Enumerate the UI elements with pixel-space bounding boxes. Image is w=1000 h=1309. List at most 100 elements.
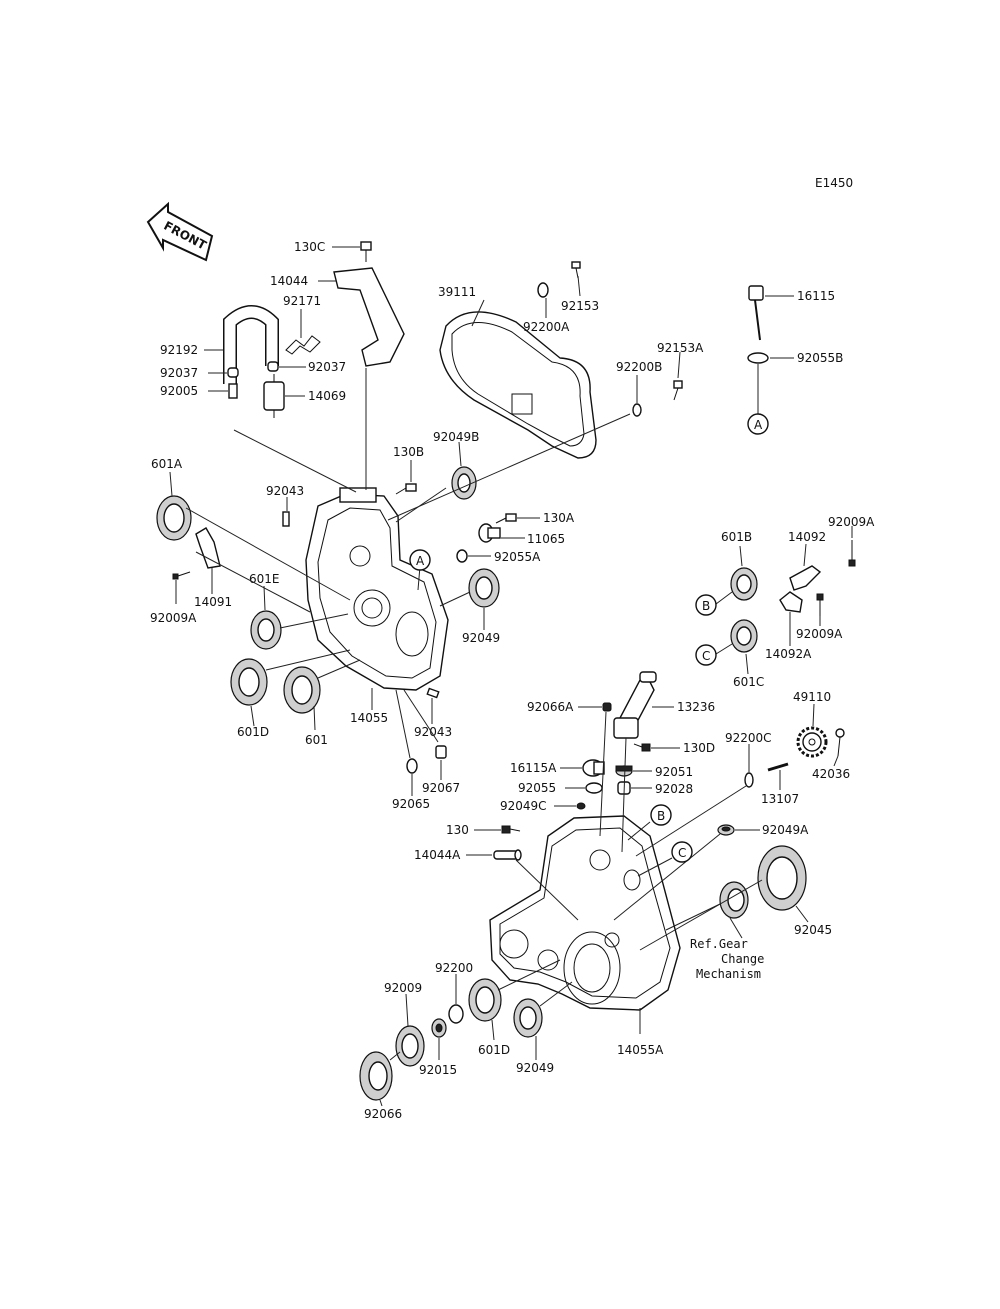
pin-14044A — [493, 849, 522, 861]
label-14055: 14055 — [350, 711, 388, 725]
clamp-92037-right — [267, 361, 279, 372]
label-130C: 130C — [294, 240, 325, 254]
pin-92043-bottom — [426, 687, 440, 699]
seal-92049C — [576, 802, 586, 810]
seal-92049-mid — [468, 568, 500, 608]
label-92009A-left: 92009A — [150, 611, 197, 625]
seal-92066 — [359, 1051, 393, 1101]
label-601A: 601A — [151, 457, 183, 471]
label-92049A: 92049A — [762, 823, 809, 837]
label-92200A: 92200A — [523, 320, 570, 334]
fitting-92005 — [228, 383, 238, 399]
washer-92065 — [406, 758, 418, 774]
label-92045: 92045 — [794, 923, 832, 937]
callout-B-case-label: B — [657, 809, 665, 823]
label-92028: 92028 — [655, 782, 693, 796]
label-92055B: 92055B — [797, 351, 843, 365]
label-92153: 92153 — [561, 299, 599, 313]
pin-42036 — [835, 728, 845, 757]
label-11065: 11065 — [527, 532, 565, 546]
washer-92200B — [632, 403, 642, 417]
oring-92055 — [585, 782, 603, 794]
label-601: 601 — [305, 733, 328, 747]
label-39111: 39111 — [438, 285, 476, 299]
plate-14092 — [789, 565, 822, 591]
label-92200: 92200 — [435, 961, 473, 975]
cap-16115A — [582, 759, 605, 777]
nut-92015 — [431, 1018, 447, 1038]
seal-92051 — [615, 765, 633, 777]
label-92200B: 92200B — [616, 360, 662, 374]
label-601D-left: 601D — [237, 725, 269, 739]
label-92049-bottom: 92049 — [516, 1061, 554, 1075]
label-13107: 13107 — [761, 792, 799, 806]
screw-92009A-right — [848, 540, 856, 567]
callout-C-case-label: C — [678, 846, 686, 860]
label-92200C: 92200C — [725, 731, 772, 745]
bolt-130A — [495, 513, 517, 524]
shaft-13107 — [767, 762, 789, 772]
dipstick-16115 — [748, 285, 764, 341]
label-16115: 16115 — [797, 289, 835, 303]
bearing-601E — [250, 610, 282, 650]
oring-92055A — [456, 549, 468, 563]
shift-arm-13236 — [613, 671, 657, 739]
washer-92200 — [448, 1004, 464, 1024]
bearing-601C — [730, 619, 758, 653]
label-14092: 14092 — [788, 530, 826, 544]
clip-92171 — [285, 335, 321, 355]
label-92067: 92067 — [422, 781, 460, 795]
pin-92043-top — [282, 511, 290, 527]
callout-A-case-label: A — [416, 554, 425, 568]
label-14044A: 14044A — [414, 848, 461, 862]
label-92171: 92171 — [283, 294, 321, 308]
label-92049C: 92049C — [500, 799, 547, 813]
label-92055: 92055 — [518, 781, 556, 795]
bolt-130D — [633, 743, 651, 752]
label-92043-top: 92043 — [266, 484, 304, 498]
gasket-39111 — [439, 311, 597, 459]
label-130: 130 — [446, 823, 469, 837]
label-92192: 92192 — [160, 343, 198, 357]
bolt-130 — [501, 825, 521, 834]
label-92037-left: 92037 — [160, 366, 198, 380]
callout-B-bearing-label: B — [702, 599, 710, 613]
label-92009: 92009 — [384, 981, 422, 995]
bolt-130B — [395, 483, 417, 495]
seal-92049B — [451, 466, 477, 500]
label-601C: 601C — [733, 675, 764, 689]
label-92065: 92065 — [392, 797, 430, 811]
label-92049-mid: 92049 — [462, 631, 500, 645]
label-14091: 14091 — [194, 595, 232, 609]
label-49110: 49110 — [793, 690, 831, 704]
seal-92009 — [395, 1025, 425, 1067]
plug-92067 — [435, 745, 447, 759]
label-92009A-lower: 92009A — [796, 627, 843, 641]
label-92066: 92066 — [364, 1107, 402, 1121]
callout-C-case — [671, 841, 693, 863]
label-13236: 13236 — [677, 700, 715, 714]
front-arrow-icon: FRONT — [146, 201, 214, 262]
label-92055A: 92055A — [494, 550, 541, 564]
label-14069: 14069 — [308, 389, 346, 403]
diagram-code: E1450 — [815, 176, 853, 190]
label-92066A: 92066A — [527, 700, 574, 714]
bearing-601D-bottom — [468, 978, 502, 1022]
crankcase-14055 — [305, 487, 449, 691]
bearing-601 — [283, 666, 321, 714]
callout-C-bearing — [695, 644, 717, 666]
clamp-92037-left — [227, 367, 239, 378]
label-42036: 42036 — [812, 767, 850, 781]
label-92051: 92051 — [655, 765, 693, 779]
screw-92009A-lower — [816, 593, 824, 616]
plate-14091 — [195, 527, 221, 569]
callout-B-bearing — [695, 594, 717, 616]
seal-92049A — [717, 824, 735, 836]
plate-14092A — [779, 591, 803, 613]
label-92015: 92015 — [419, 1063, 457, 1077]
screw-92009A-left — [172, 571, 191, 580]
washer-92200A — [537, 282, 549, 298]
label-92037-right: 92037 — [308, 360, 346, 374]
ref-note-line3: Mechanism — [696, 967, 761, 981]
